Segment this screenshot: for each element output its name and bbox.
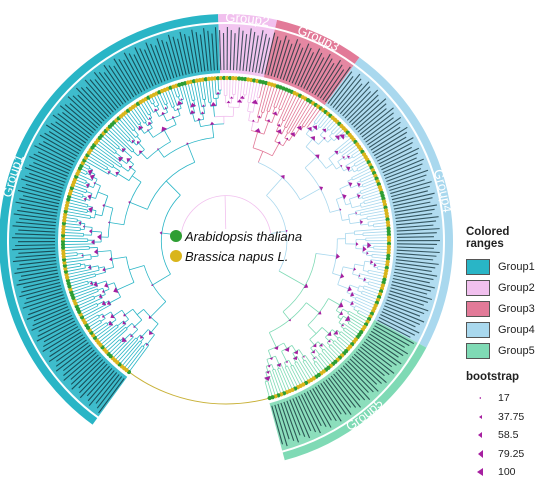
legend-range-group3: Group3 (466, 298, 550, 319)
bootstrap-label: 17 (498, 392, 510, 404)
bootstrap-label: 79.25 (498, 448, 524, 460)
range-label: Group2 (498, 282, 535, 294)
range-swatch (466, 343, 490, 359)
bootstrap-triangle-icon (479, 397, 481, 399)
range-label: Group1 (498, 261, 535, 273)
species-legend: Arabidopsis thaliana Brassica napus L. (170, 229, 302, 264)
legend-range-group1: Group1 (466, 256, 550, 277)
range-label: Group4 (498, 324, 535, 336)
legend-panel: Colored ranges Group1 Group2 Group3 Grou… (466, 226, 550, 482)
range-swatch (466, 301, 490, 317)
bootstrap-title: bootstrap (466, 371, 550, 383)
range-label: Group5 (498, 345, 535, 357)
bootstrap-row: 79.25 (466, 445, 550, 464)
bootstrap-label: 100 (498, 466, 516, 478)
bootstrap-row: 58.5 (466, 426, 550, 445)
range-swatch (466, 280, 490, 296)
bootstrap-row: 37.75 (466, 408, 550, 427)
bootstrap-triangle-icon (479, 415, 482, 419)
range-swatch (466, 259, 490, 275)
bootstrap-triangle-icon (478, 432, 482, 438)
bootstrap-row: 100 (466, 463, 550, 482)
legend-range-group5: Group5 (466, 340, 550, 361)
bootstrap-triangle-icon (478, 450, 483, 458)
legend-range-group2: Group2 (466, 277, 550, 298)
species-dot-arabidopsis (170, 230, 182, 242)
bootstrap-row: 17 (466, 389, 550, 408)
species-dot-brassica (170, 250, 182, 262)
bootstrap-label: 37.75 (498, 411, 524, 423)
legend-range-group4: Group4 (466, 319, 550, 340)
species-label-brassica: Brassica napus L. (185, 249, 288, 264)
bootstrap-label: 58.5 (498, 429, 518, 441)
range-label: Group3 (498, 303, 535, 315)
species-label-arabidopsis: Arabidopsis thaliana (184, 229, 302, 244)
bootstrap-triangle-icon (477, 468, 483, 476)
range-swatch (466, 322, 490, 338)
colored-ranges-title: Colored ranges (466, 226, 550, 250)
